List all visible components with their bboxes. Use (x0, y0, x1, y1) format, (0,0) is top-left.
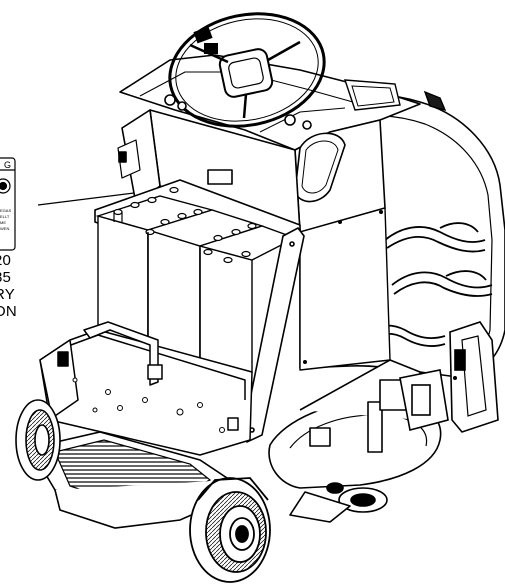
svg-text:WEN: WEN (0, 226, 9, 231)
svg-text:ME: ME (0, 220, 6, 225)
display-panel (344, 79, 447, 112)
callout-line-1: 20 (0, 252, 12, 269)
svg-text:EGAS: EGAS (0, 208, 11, 213)
lower-chassis (39, 321, 253, 456)
body-fasteners (303, 210, 457, 380)
rear-squeegee (399, 321, 499, 433)
steering-wheel (168, 12, 326, 128)
callout-text: 20 85 RY ON (0, 252, 17, 320)
batteries (95, 186, 297, 373)
callout-line-2: 85 (0, 269, 12, 286)
svg-text:ELLT: ELLT (0, 214, 10, 219)
callout-line-3: RY (0, 286, 15, 303)
warning-decal (0, 157, 16, 251)
callout-line-4: ON (0, 303, 17, 320)
decal-top-label: G (4, 160, 11, 170)
left-wheel (15, 399, 61, 481)
footboard (28, 431, 232, 529)
front-wheel (189, 477, 271, 583)
